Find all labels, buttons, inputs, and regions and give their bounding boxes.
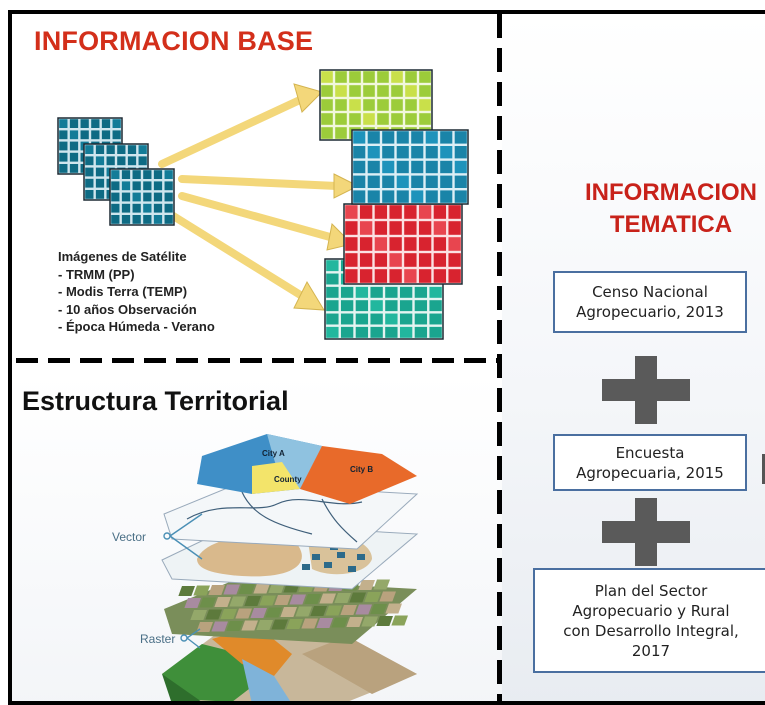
vector-callout: Vector <box>112 513 203 560</box>
city-a-label: City A <box>262 449 285 458</box>
censo-nacional-box: Censo Nacional Agropecuario, 2013 <box>553 271 747 333</box>
gis-layers-illustration: City A City B County Vector Raster <box>112 434 419 701</box>
satellite-caption-line: - Época Húmeda - Verano <box>58 319 215 335</box>
satellite-caption: Imágenes de Satélite - TRMM (PP) - Modis… <box>58 248 215 336</box>
polygon-layer <box>197 434 417 504</box>
raster-grids <box>57 69 469 340</box>
county-label: County <box>274 475 302 484</box>
satellite-caption-line: - Modis Terra (TEMP) <box>58 284 188 300</box>
informacion-base-title: INFORMACION BASE <box>34 26 314 56</box>
city-b-label: City B <box>350 465 373 474</box>
vector-label: Vector <box>112 530 146 544</box>
box-line: Agropecuario, 2013 <box>576 303 724 321</box>
satellite-caption-line: - 10 años Observación <box>58 301 197 317</box>
figure-frame: City A City B County Vector Raster INFOR… <box>8 10 765 705</box>
satellite-caption-line: - TRMM (PP) <box>58 266 135 282</box>
terrain-layer <box>162 626 417 701</box>
box-line: 2017 <box>631 641 671 660</box>
raster-callout: Raster <box>140 628 201 649</box>
encuesta-box: Encuesta Agropecuaria, 2015 <box>553 434 747 491</box>
box-line: Censo Nacional <box>592 283 708 301</box>
output-grid-blue <box>351 129 469 205</box>
arrow-to-blue-grid <box>178 175 341 190</box>
informacion-tematica-title: INFORMACION TEMATICA <box>556 177 765 241</box>
raster-layer <box>164 579 417 644</box>
diagram-canvas: City A City B County Vector Raster <box>57 69 690 701</box>
arrow-to-red-grid <box>178 192 334 241</box>
satellite-grid <box>109 168 175 226</box>
box-line: Encuesta <box>615 443 685 462</box>
satellite-caption-line: Imágenes de Satélite <box>58 249 187 264</box>
raster-label: Raster <box>140 632 175 646</box>
output-grid-red <box>343 203 463 285</box>
plus-icon <box>602 498 690 566</box>
box-line: Plan del Sector <box>594 581 708 600</box>
tematica-title-line1: INFORMACION <box>585 179 757 206</box>
horizontal-dashed-divider <box>16 358 502 363</box>
arrow-to-cyan-grid <box>158 205 306 300</box>
vertical-dashed-divider <box>497 14 502 701</box>
box-line: Agropecuario y Rural <box>572 601 730 620</box>
box-line: con Desarrollo Integral, <box>563 621 739 640</box>
estructura-territorial-title: Estructura Territorial <box>22 386 289 416</box>
side-arrow-tab <box>762 454 765 484</box>
tematica-title-line2: TEMATICA <box>609 211 733 238</box>
arrow-to-green-grid <box>158 95 306 168</box>
plan-sector-box: Plan del Sector Agropecuario y Rural con… <box>533 568 765 673</box>
box-line: Agropecuaria, 2015 <box>576 463 724 482</box>
output-grid-green <box>319 69 433 141</box>
plus-icon <box>602 356 690 424</box>
satellite-arrows <box>158 83 360 311</box>
output-grid-cyan <box>324 258 444 340</box>
